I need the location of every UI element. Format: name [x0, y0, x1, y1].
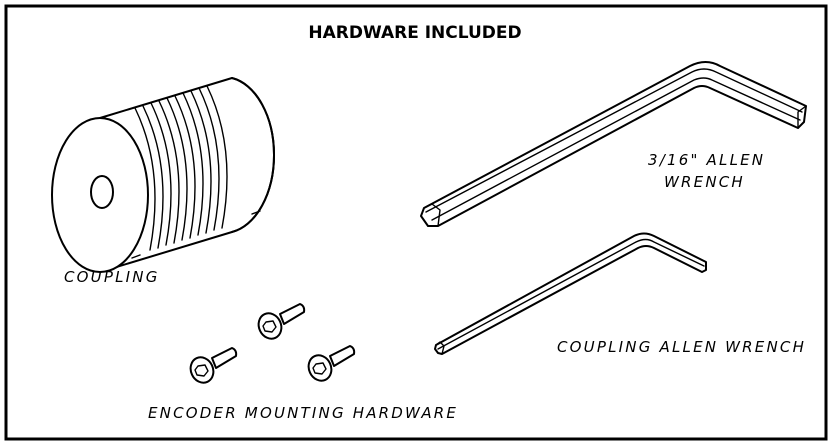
encoder-hardware-label: ENCODER MOUNTING HARDWARE — [148, 404, 458, 422]
encoder-screw-left — [189, 347, 238, 384]
allen-wrench-large — [420, 61, 807, 227]
allen-wrench-small — [434, 232, 707, 355]
encoder-screw-right — [307, 345, 356, 382]
allen-3-16-label-line2: WRENCH — [664, 173, 745, 191]
coupling-label: COUPLING — [64, 268, 160, 286]
coupling-bellows — [134, 85, 228, 251]
coupling-illustration — [51, 77, 276, 273]
diagram-border — [4, 4, 828, 441]
allen-3-16-label-line1: 3/16" ALLEN — [648, 151, 765, 169]
encoder-screw-top — [257, 303, 306, 340]
coupling-allen-label: COUPLING ALLEN WRENCH — [557, 338, 806, 356]
diagram-title: HARDWARE INCLUDED — [308, 23, 521, 43]
